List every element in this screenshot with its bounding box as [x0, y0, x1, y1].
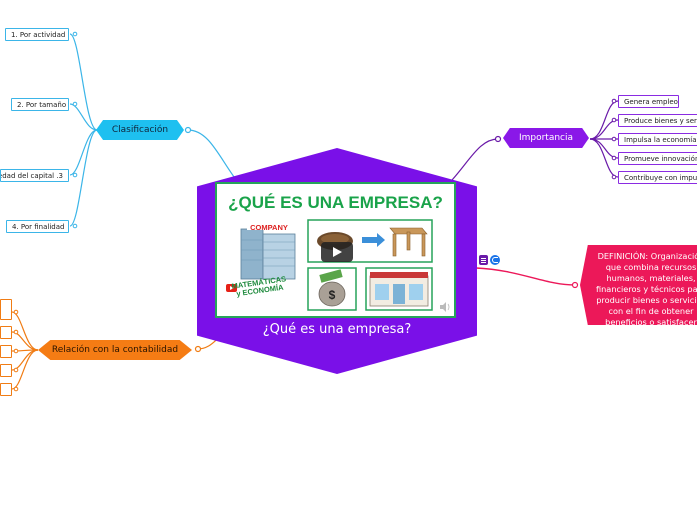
contabilidad-item-1[interactable] [0, 299, 12, 320]
clasificacion-item-1[interactable]: 1. Por actividad [5, 28, 69, 41]
image-title: ¿QUÉ ES UNA EMPRESA? [228, 193, 443, 212]
link-icon[interactable] [490, 255, 500, 265]
building-icon [240, 222, 296, 280]
table-icon [389, 227, 428, 257]
clasificacion-item-2[interactable]: 2. Por tamaño [11, 98, 69, 111]
notes-icon[interactable] [479, 255, 488, 265]
contabilidad-item-3[interactable] [0, 345, 12, 358]
money-bag-icon: $ [318, 269, 346, 307]
store-icon [369, 272, 429, 307]
importancia-item-2[interactable]: Produce bienes y servicios [618, 114, 697, 127]
central-caption: ¿Qué es una empresa? [262, 322, 412, 337]
arrow-right-icon [362, 233, 385, 247]
branch-importancia[interactable]: Importancia [503, 128, 589, 148]
importancia-item-1[interactable]: Genera empleo [618, 95, 679, 108]
contabilidad-item-2[interactable] [0, 326, 12, 339]
importancia-item-5[interactable]: Contribuye con impuestos [618, 171, 697, 184]
branch-definicion[interactable] [580, 245, 697, 325]
connector-definicion [475, 267, 576, 286]
svg-text:$: $ [329, 288, 336, 302]
volume-icon [440, 302, 450, 312]
branch-contabilidad-label: Relación con la contabilidad [51, 345, 179, 355]
image-illustration: COMPANY $ [226, 219, 450, 312]
branch-clasificacion-label: Clasificación [111, 125, 169, 135]
company-sign: COMPANY [250, 223, 288, 232]
branch-clasificacion[interactable]: Clasificación [96, 120, 184, 140]
clasificacion-item-3[interactable]: 3. Por propiedad del capital [0, 169, 69, 182]
importancia-item-4[interactable]: Promueve innovación [618, 152, 697, 165]
branch-importancia-label: Importancia [518, 133, 574, 143]
clasificacion-item-4[interactable]: 4. Por finalidad [6, 220, 69, 233]
branch-contabilidad[interactable]: Relación con la contabilidad [38, 340, 192, 360]
play-button-icon [321, 242, 353, 262]
contabilidad-item-5[interactable] [0, 383, 12, 396]
contabilidad-item-4[interactable] [0, 364, 12, 377]
definicion-text: DEFINICIÓN: Organización que combina rec… [595, 251, 697, 338]
importancia-item-3[interactable]: Impulsa la economía [618, 133, 697, 146]
topic-image[interactable]: ¿QUÉ ES UNA EMPRESA? COMPANY [215, 182, 456, 318]
